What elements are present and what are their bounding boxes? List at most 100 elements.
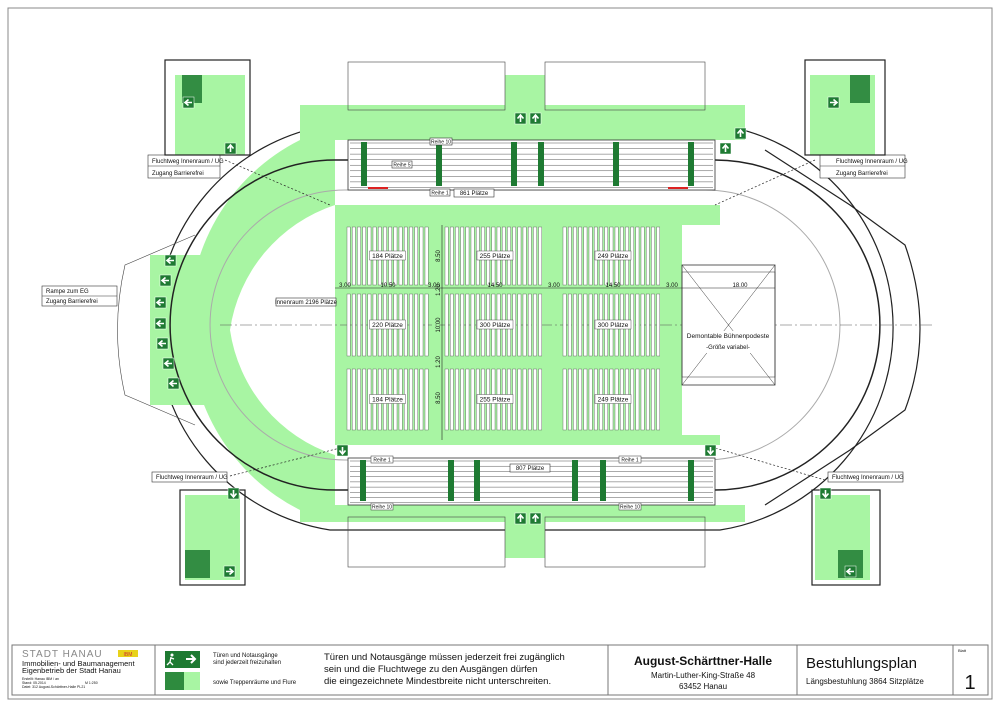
seat-row <box>455 368 459 431</box>
seat-row <box>352 293 356 357</box>
row-label-box <box>618 455 642 464</box>
legend-route-swatch <box>184 672 200 690</box>
top-stand-label: 861 Plätze <box>460 191 489 197</box>
seat-row <box>409 293 413 357</box>
seat-row <box>562 226 567 286</box>
block-label-box <box>369 319 406 330</box>
stand-stair <box>600 460 606 501</box>
seat-row <box>656 226 660 286</box>
seat-row <box>444 368 449 431</box>
legend-exit-sign-icon <box>165 651 200 668</box>
escape-route-bottom-exit <box>505 518 545 558</box>
seat-row <box>352 226 356 286</box>
venue-name: August-Schärttner-Halle <box>634 654 772 668</box>
seat-row <box>538 368 542 431</box>
exit-sign-icon <box>182 96 195 109</box>
seat-row <box>588 293 593 357</box>
dim-label: 3.00 <box>548 283 560 289</box>
sheet-number: 1 <box>964 672 975 694</box>
block-label: 300 Plätze <box>480 322 511 329</box>
stair-house-top-left <box>164 59 251 156</box>
seat-row <box>444 293 449 357</box>
callout-text: Zugang Barrierefrei <box>836 171 888 177</box>
dim-label: 3.00 <box>666 283 678 289</box>
seat-row <box>362 226 367 286</box>
org-line1: Immobilien- und Baumanagement <box>22 659 135 668</box>
seat-row <box>533 226 537 286</box>
stand-stair <box>511 142 517 186</box>
seat-row <box>362 293 367 357</box>
notice-line: Türen und Notausgänge müssen jederzeit f… <box>324 652 565 663</box>
seat-row <box>517 368 522 431</box>
stage-sublabel: -Größe variabel- <box>706 345 750 351</box>
stair-house-bottom-right <box>811 489 881 586</box>
venue-street: Martin-Luther-King-Straße 48 <box>651 671 756 680</box>
callout-bottom-left: Fluchtweg Innenraum / UG <box>151 447 341 483</box>
block-label-box <box>476 394 514 404</box>
block-label-box <box>594 394 632 404</box>
block-label-box <box>594 250 632 261</box>
plan-title: Bestuhlungsplan <box>806 655 917 672</box>
page-frame <box>7 7 993 700</box>
block-label-box <box>369 394 406 404</box>
seat-row <box>460 226 465 286</box>
stage-label: Demontable Bühnenpodeste <box>687 333 770 340</box>
row-label: Reihe 10 <box>372 505 392 511</box>
callout-top-right: Fluchtweg Innenraum / UG Zugang Barriere… <box>714 154 908 206</box>
dim-label: 3.00 <box>428 283 440 289</box>
seat-row <box>533 368 537 431</box>
seat-row <box>470 368 475 431</box>
block-label: 220 Plätze <box>372 322 403 329</box>
exit-sign-icon <box>529 112 542 125</box>
seat-row <box>357 226 361 286</box>
exit-sign-icon <box>154 296 167 309</box>
block-label-box <box>369 250 406 261</box>
seat-row <box>568 226 572 286</box>
seat-row <box>517 226 522 286</box>
left-annex <box>117 234 196 426</box>
callout-text: Fluchtweg Innenraum / UG <box>832 475 904 481</box>
seat-row <box>635 226 640 286</box>
block-label: 300 Plätze <box>598 322 629 329</box>
callout-text: Fluchtweg Innenraum / UG <box>836 159 908 165</box>
seat-row <box>522 368 527 431</box>
seat-block: 249 Plätze <box>562 226 660 286</box>
seat-row <box>470 293 475 357</box>
row-label: Reihe 1 <box>373 458 390 464</box>
exit-sign-icon <box>336 444 349 457</box>
seat-row <box>656 293 660 357</box>
stand-stair <box>448 460 454 501</box>
exit-sign-icon <box>844 565 857 578</box>
seat-row <box>460 368 465 431</box>
dim-label: 10.50 <box>380 283 396 289</box>
seat-row <box>409 226 413 286</box>
meta-status: Stand: 05.2014 <box>22 681 46 685</box>
meta-created: Erstellt: Hanau IBM / an <box>22 677 59 681</box>
seat-row <box>635 368 640 431</box>
exit-sign-icon <box>224 142 237 155</box>
seat-row <box>465 293 470 357</box>
dimension-line: 3.00 10.50 3.00 14.50 3.00 14.50 3.00 18… <box>335 225 775 440</box>
dim-label: 3.00 <box>339 283 351 289</box>
legend-exit-text: sind jederzeit freizuhalten <box>213 660 281 666</box>
stand-stair <box>688 460 694 501</box>
seat-row <box>517 293 522 357</box>
exit-sign-icon <box>227 487 240 500</box>
stand-stair <box>572 460 578 501</box>
seat-row <box>640 293 645 357</box>
exit-sign-icon <box>514 112 527 125</box>
block-label: 184 Plätze <box>372 253 403 260</box>
seat-row <box>444 226 449 286</box>
seat-block: 249 Plätze <box>562 368 660 431</box>
row-label: Reihe 1 <box>621 458 638 464</box>
dim-label: 10.00 <box>436 317 442 333</box>
exit-sign-icon <box>827 96 840 109</box>
floor-aisle-bottom <box>335 435 720 445</box>
callout-bottom-right: Fluchtweg Innenraum / UG <box>714 447 904 483</box>
meta-file: Datei: 312 August-Schärttner-Halle PL21 <box>22 685 85 689</box>
seat-row <box>424 293 429 357</box>
exit-sign-icon <box>159 274 172 287</box>
block-label: 184 Plätze <box>372 397 403 404</box>
exit-sign-icon <box>162 357 175 370</box>
callout-text: Zugang Barrierefrei <box>46 299 98 305</box>
